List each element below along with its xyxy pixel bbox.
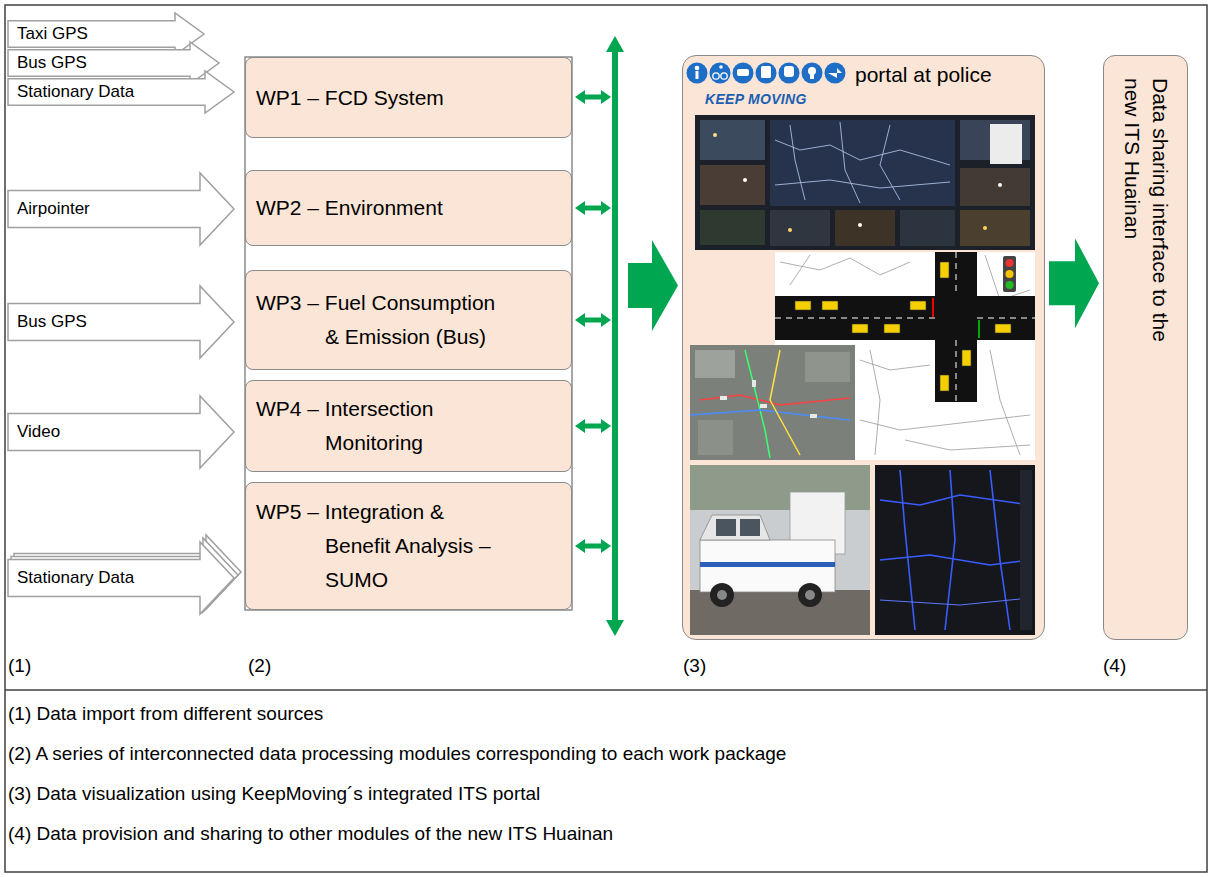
work-package-box: WP3 – Fuel Consumption & Emission (Bus) (245, 270, 572, 370)
input-arrow: Stationary Data (8, 541, 235, 615)
work-package-box: WP4 – Intersection Monitoring (245, 380, 572, 472)
caption-note: (1) Data import from different sources (8, 703, 323, 725)
input-label: Airpointer (17, 199, 90, 219)
measurement-vehicle-photo (690, 465, 870, 635)
work-package-box: WP5 – Integration & Benefit Analysis – S… (245, 482, 572, 610)
bus-link-arrow (575, 313, 611, 327)
work-package-box: WP1 – FCD System (245, 57, 572, 138)
control-room-photo (695, 115, 1035, 250)
callout-number: (4) (1103, 655, 1126, 677)
input-label: Stationary Data (17, 82, 134, 102)
work-package-label: WP2 – Environment (325, 191, 507, 225)
arrow-shape (8, 542, 234, 614)
caption-note: (2) A series of interconnected data proc… (8, 743, 786, 765)
input-arrow: Stationary Data (8, 70, 235, 114)
caption-note: (3) Data visualization using KeepMoving´… (8, 783, 540, 805)
bus-link-arrow (575, 90, 611, 104)
interface-label: Data sharing interface to the new ITS Hu… (1118, 78, 1174, 368)
bus-link-arrow (575, 539, 611, 553)
interface-box: Data sharing interface to the new ITS Hu… (1103, 55, 1188, 640)
caption-note: (4) Data provision and sharing to other … (8, 823, 613, 845)
table-rule (5, 689, 1207, 691)
callout-number: (3) (683, 655, 706, 677)
figure-frame (5, 5, 1207, 872)
bus-link-arrow (575, 201, 611, 215)
work-package-box: WP2 – Environment (245, 170, 572, 246)
work-package-label: WP1 – FCD System (325, 81, 507, 115)
input-arrow: Bus GPS (8, 285, 235, 359)
callout-number: (2) (248, 655, 271, 677)
arrow-shape (8, 42, 219, 84)
input-label: Video (17, 422, 60, 442)
arrow-shape (8, 13, 204, 55)
aerial-video-frame (690, 345, 855, 460)
mode-icons (687, 63, 846, 84)
flow-arrow (1049, 238, 1099, 328)
arrow-shape (8, 286, 234, 358)
module-container (245, 57, 572, 610)
callout-number: (1) (8, 655, 31, 677)
work-package-label: WP5 – Integration & Benefit Analysis – S… (325, 495, 507, 597)
bus-link-arrow (575, 419, 611, 433)
input-label: Taxi GPS (17, 24, 88, 44)
input-arrow: Video (8, 395, 235, 469)
portal-feed-arrow (628, 240, 678, 331)
work-package-label: WP3 – Fuel Consumption & Emission (Bus) (325, 286, 507, 354)
input-arrow: Airpointer (8, 172, 235, 246)
input-label: Stationary Data (17, 568, 134, 588)
input-label: Bus GPS (17, 53, 87, 73)
work-package-label: WP4 – Intersection Monitoring (325, 392, 507, 460)
portal-label: KEEP MOVING (705, 91, 807, 108)
input-label: Bus GPS (17, 312, 87, 332)
portal-label: portal at police (855, 63, 992, 87)
road-network-map (855, 345, 1035, 460)
arrow-shape (8, 71, 234, 113)
arrow-shape (8, 173, 234, 245)
bus-link-arrows (575, 90, 611, 553)
arrow-shape (8, 396, 234, 468)
fcd-map-screen (875, 465, 1035, 635)
